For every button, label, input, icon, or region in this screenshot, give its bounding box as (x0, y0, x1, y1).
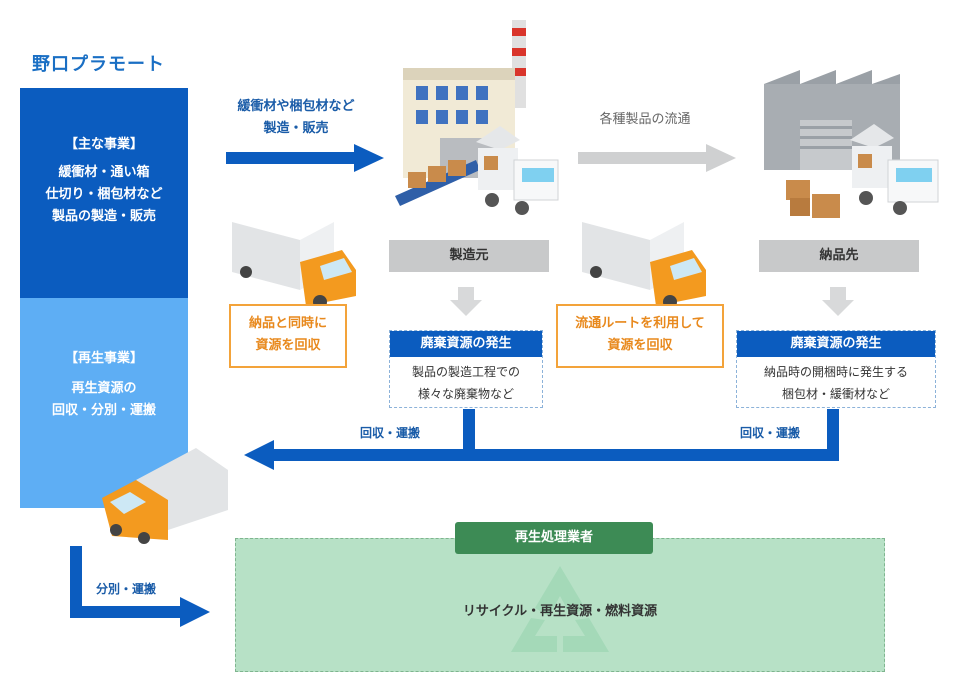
main-business-block: 【主な事業】 緩衝材・通い箱 仕切り・梱包材など 製品の製造・販売 (20, 88, 188, 298)
main-business-line: 緩衝材・通い箱 (58, 165, 150, 180)
company-name: 野口プラモート (32, 54, 165, 75)
main-business-line: 仕切り・梱包材など (45, 187, 163, 202)
collect-box-line: 資源を回収 (255, 338, 321, 353)
collect-box-line: 資源を回収 (607, 338, 673, 353)
recycle-business-line: 再生資源の (71, 381, 137, 396)
collect-box-destination: 流通ルートを利用して 資源を回収 (556, 304, 724, 368)
manufacturer-label: 製造元 (389, 240, 549, 272)
waste-line: 梱包材・緩衝材など (781, 387, 890, 401)
destination-label: 納品先 (759, 240, 919, 272)
waste-box-destination: 廃棄資源の発生 納品時の開梱時に発生する 梱包材・緩衝材など (736, 330, 936, 408)
recycle-business-line: 回収・分別・運搬 (51, 403, 156, 418)
waste-line: 様々な廃棄物など (417, 387, 514, 401)
main-business-title: 【主な事業】 (64, 137, 143, 152)
collect-box-manufacturer: 納品と同時に 資源を回収 (229, 304, 347, 368)
waste-title: 廃棄資源の発生 (390, 331, 542, 357)
distribution-label: 各種製品の流通 (599, 112, 691, 127)
main-business-line: 製品の製造・販売 (51, 209, 156, 224)
waste-title: 廃棄資源の発生 (737, 331, 935, 357)
waste-box-manufacturer: 廃棄資源の発生 製品の製造工程での 様々な廃棄物など (389, 330, 543, 408)
sales-arrow-label-1: 緩衝材や梱包材など (237, 99, 355, 114)
collect-transport-label-1: 回収・運搬 (360, 426, 421, 440)
collection-arrow (244, 409, 839, 470)
business-panel: 【主な事業】 緩衝材・通い箱 仕切り・梱包材など 製品の製造・販売 【再生事業】… (20, 88, 188, 508)
truck-icon-collect-2 (582, 222, 706, 309)
sales-arrow-label-2: 製造・販売 (263, 121, 329, 136)
truck-icon-warehouse (850, 124, 939, 215)
recycler-area (235, 538, 885, 672)
recycle-icon (511, 566, 609, 652)
collect-box-line: 流通ルートを利用して (575, 316, 705, 331)
recycler-title: 再生処理業者 (455, 522, 653, 554)
down-arrow-manufacturer (450, 287, 482, 316)
truck-icon-collect-1 (232, 222, 356, 309)
recycle-business-title: 【再生事業】 (64, 351, 143, 366)
sales-arrow (226, 144, 384, 172)
waste-desc: 製品の製造工程での 様々な廃棄物など (390, 357, 542, 405)
collect-transport-label-2: 回収・運搬 (740, 426, 801, 440)
distribution-arrow (578, 144, 736, 172)
truck-icon-factory (476, 126, 559, 215)
sort-transport-label: 分別・運搬 (96, 582, 157, 596)
recycler-text: リサイクル・再生資源・燃料資源 (462, 604, 658, 619)
truck-icon-sort (102, 448, 228, 544)
waste-line: 製品の製造工程での (411, 365, 520, 379)
collect-box-line: 納品と同時に (248, 316, 327, 331)
recycle-business-block: 【再生事業】 再生資源の 回収・分別・運搬 (20, 298, 188, 508)
down-arrow-destination (822, 287, 854, 316)
waste-desc: 納品時の開梱時に発生する 梱包材・緩衝材など (737, 357, 935, 405)
waste-line: 納品時の開梱時に発生する (763, 365, 908, 379)
sort-arrow (70, 546, 210, 627)
